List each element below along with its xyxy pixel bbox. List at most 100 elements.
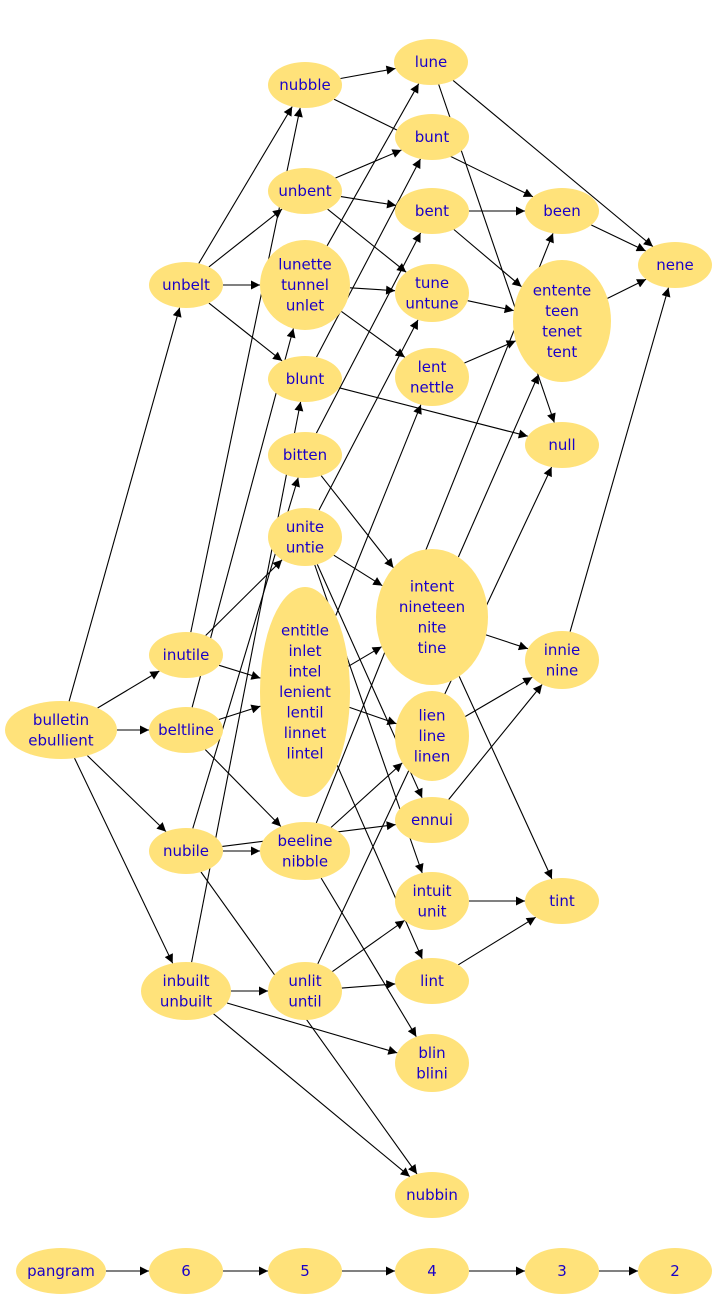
edge-line [97,670,160,709]
node-n3: 3 [525,1248,599,1294]
edge-lunette-to-lune [326,83,420,247]
edge-line [315,232,422,434]
edge-line [335,149,402,179]
edge-line [74,757,174,964]
edge-line [208,208,283,268]
edge-lune-to-nene [452,79,654,248]
edge-line [68,307,182,702]
node-label: tine [418,639,447,657]
edge-line [208,302,283,362]
node-shape [395,114,469,160]
node-shape [268,962,342,1020]
edge-line [336,765,423,960]
edge-lien-to-innie [465,676,533,717]
edge-line [330,762,403,828]
edge-line [320,877,417,1037]
node-shape [395,691,469,781]
edge-tune-to-entente [467,300,514,314]
node-unbent: unbent [268,168,342,214]
edge-line [333,554,383,587]
node-label: unit [417,902,446,920]
edge-bulletin-to-inbuilt [74,757,174,964]
node-shape [395,264,469,322]
edge-nubile-to-nubbin [200,871,418,1175]
edge-entitle-to-intent [348,646,382,667]
node-shape [5,701,117,759]
node-bunt: bunt [395,114,469,160]
edge-line [213,1013,411,1178]
node-label: innie [544,641,581,659]
edge-line [458,676,553,880]
node-beltline: beltline [149,707,223,753]
node-blunt: blunt [268,356,342,402]
edge-entente-to-nene [607,278,647,299]
node-shape [376,549,488,685]
node-label: lent [418,358,447,376]
edge-inbuilt-to-nubbin [213,1013,411,1178]
node-shape [525,422,599,468]
edge-unbent-to-bent [340,196,397,209]
node-label: inlet [289,642,322,660]
node-label: blin [418,1044,445,1062]
node-shape [268,168,342,214]
node-shape [149,707,223,753]
edge-line [204,749,282,827]
edge-unlit-to-lint [341,980,396,990]
node-null: null [525,422,599,468]
node-label: unlet [286,297,324,315]
node-n2: 2 [638,1248,712,1294]
edge-unbelt-to-unbent [208,208,283,268]
node-label: linnet [284,724,327,742]
edge-line [87,755,167,832]
node-label: beltline [158,721,214,739]
node-shape [149,632,223,678]
node-label: ennui [411,811,453,829]
node-label: nite [418,618,447,636]
node-label: tent [547,343,578,361]
node-label: teen [545,302,579,320]
node-label: tenet [542,322,582,340]
edge-line [340,196,397,209]
edge-beltline-to-beeline [204,749,282,827]
node-label: unbent [278,182,331,200]
node-label: lune [415,53,447,71]
node-nene: nene [638,242,712,288]
edge-entitle-to-lint [336,765,423,960]
node-label: nibble [282,852,328,870]
node-bent: bent [395,188,469,234]
node-lint: lint [395,958,469,1004]
node-shape [395,872,469,930]
edge-line [485,634,529,651]
node-label: intent [410,577,454,595]
node-label: line [418,727,445,745]
node-label: intel [289,663,322,681]
node-label: bent [415,202,449,220]
edge-line [318,319,419,511]
node-shape [525,631,599,689]
node-label: lenient [279,683,331,701]
node-label: unite [286,518,324,536]
node-shape [149,1248,223,1294]
edge-beeline-to-lien [330,762,403,828]
node-pangram: pangram [16,1248,106,1294]
edge-unite-to-intent [333,554,383,587]
node-shape [395,188,469,234]
edge-unbelt-to-blunt [208,302,283,362]
edge-line [457,374,540,558]
node-label: bulletin [33,711,89,729]
node-label: blini [416,1064,448,1082]
edge-bitten-to-intent [320,475,394,569]
node-label: nubile [163,842,209,860]
edge-lent-to-entente [464,340,516,364]
node-label: lint [420,972,444,990]
node-label: bunt [415,128,450,146]
node-label: nubbin [406,1186,458,1204]
node-label: untie [286,538,324,556]
node-label: been [543,202,581,220]
edge-bulletin-to-inutile [97,670,160,709]
